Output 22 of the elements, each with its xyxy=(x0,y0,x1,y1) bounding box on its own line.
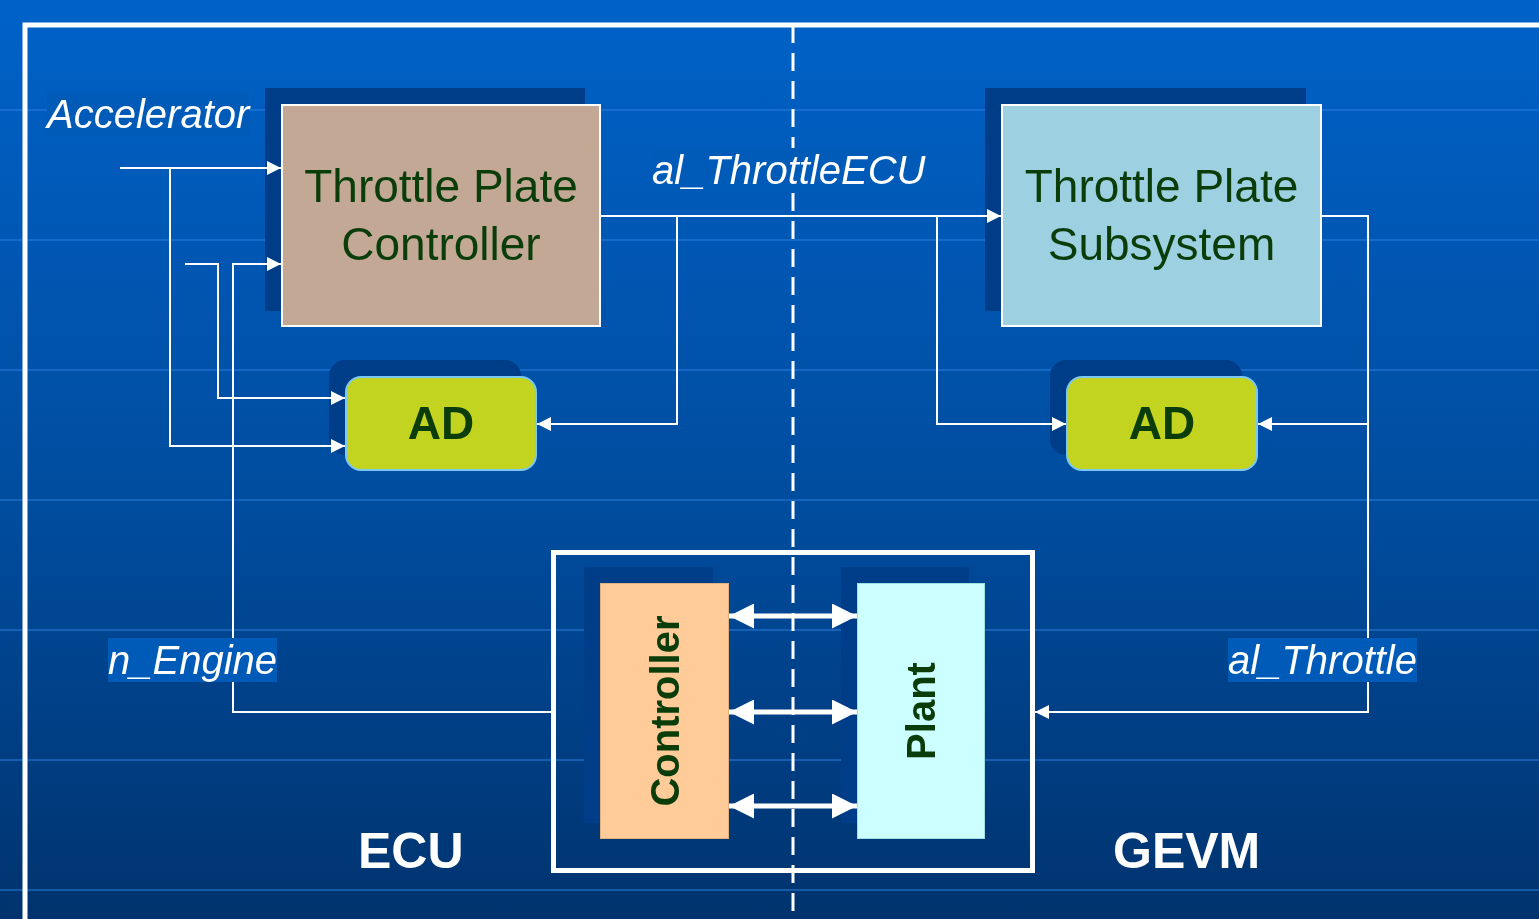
system-frame xyxy=(551,550,1035,873)
arrow xyxy=(119,161,282,175)
arrow xyxy=(232,257,552,713)
node-label: Plant xyxy=(898,662,944,760)
arrow xyxy=(729,603,857,629)
node-label: Throttle Plate Controller xyxy=(303,159,579,272)
arrow xyxy=(729,699,857,725)
arrow xyxy=(169,167,346,453)
arrow xyxy=(536,215,678,431)
arrow xyxy=(729,793,857,819)
arrow xyxy=(184,263,346,405)
signal-label: al_ThrottleECU xyxy=(652,148,926,192)
signal-label: al_Throttle xyxy=(1228,638,1417,682)
arrow xyxy=(1257,215,1369,431)
node-label: Throttle Plate Subsystem xyxy=(1023,159,1300,272)
region-label: GEVM xyxy=(1113,822,1261,880)
signal-label: n_Engine xyxy=(108,638,278,682)
region-label: ECU xyxy=(358,822,464,880)
node-label: AD xyxy=(407,395,475,451)
signal-label: Accelerator xyxy=(47,92,250,136)
node-label: Controller xyxy=(641,615,688,807)
node-label: AD xyxy=(1128,395,1196,451)
